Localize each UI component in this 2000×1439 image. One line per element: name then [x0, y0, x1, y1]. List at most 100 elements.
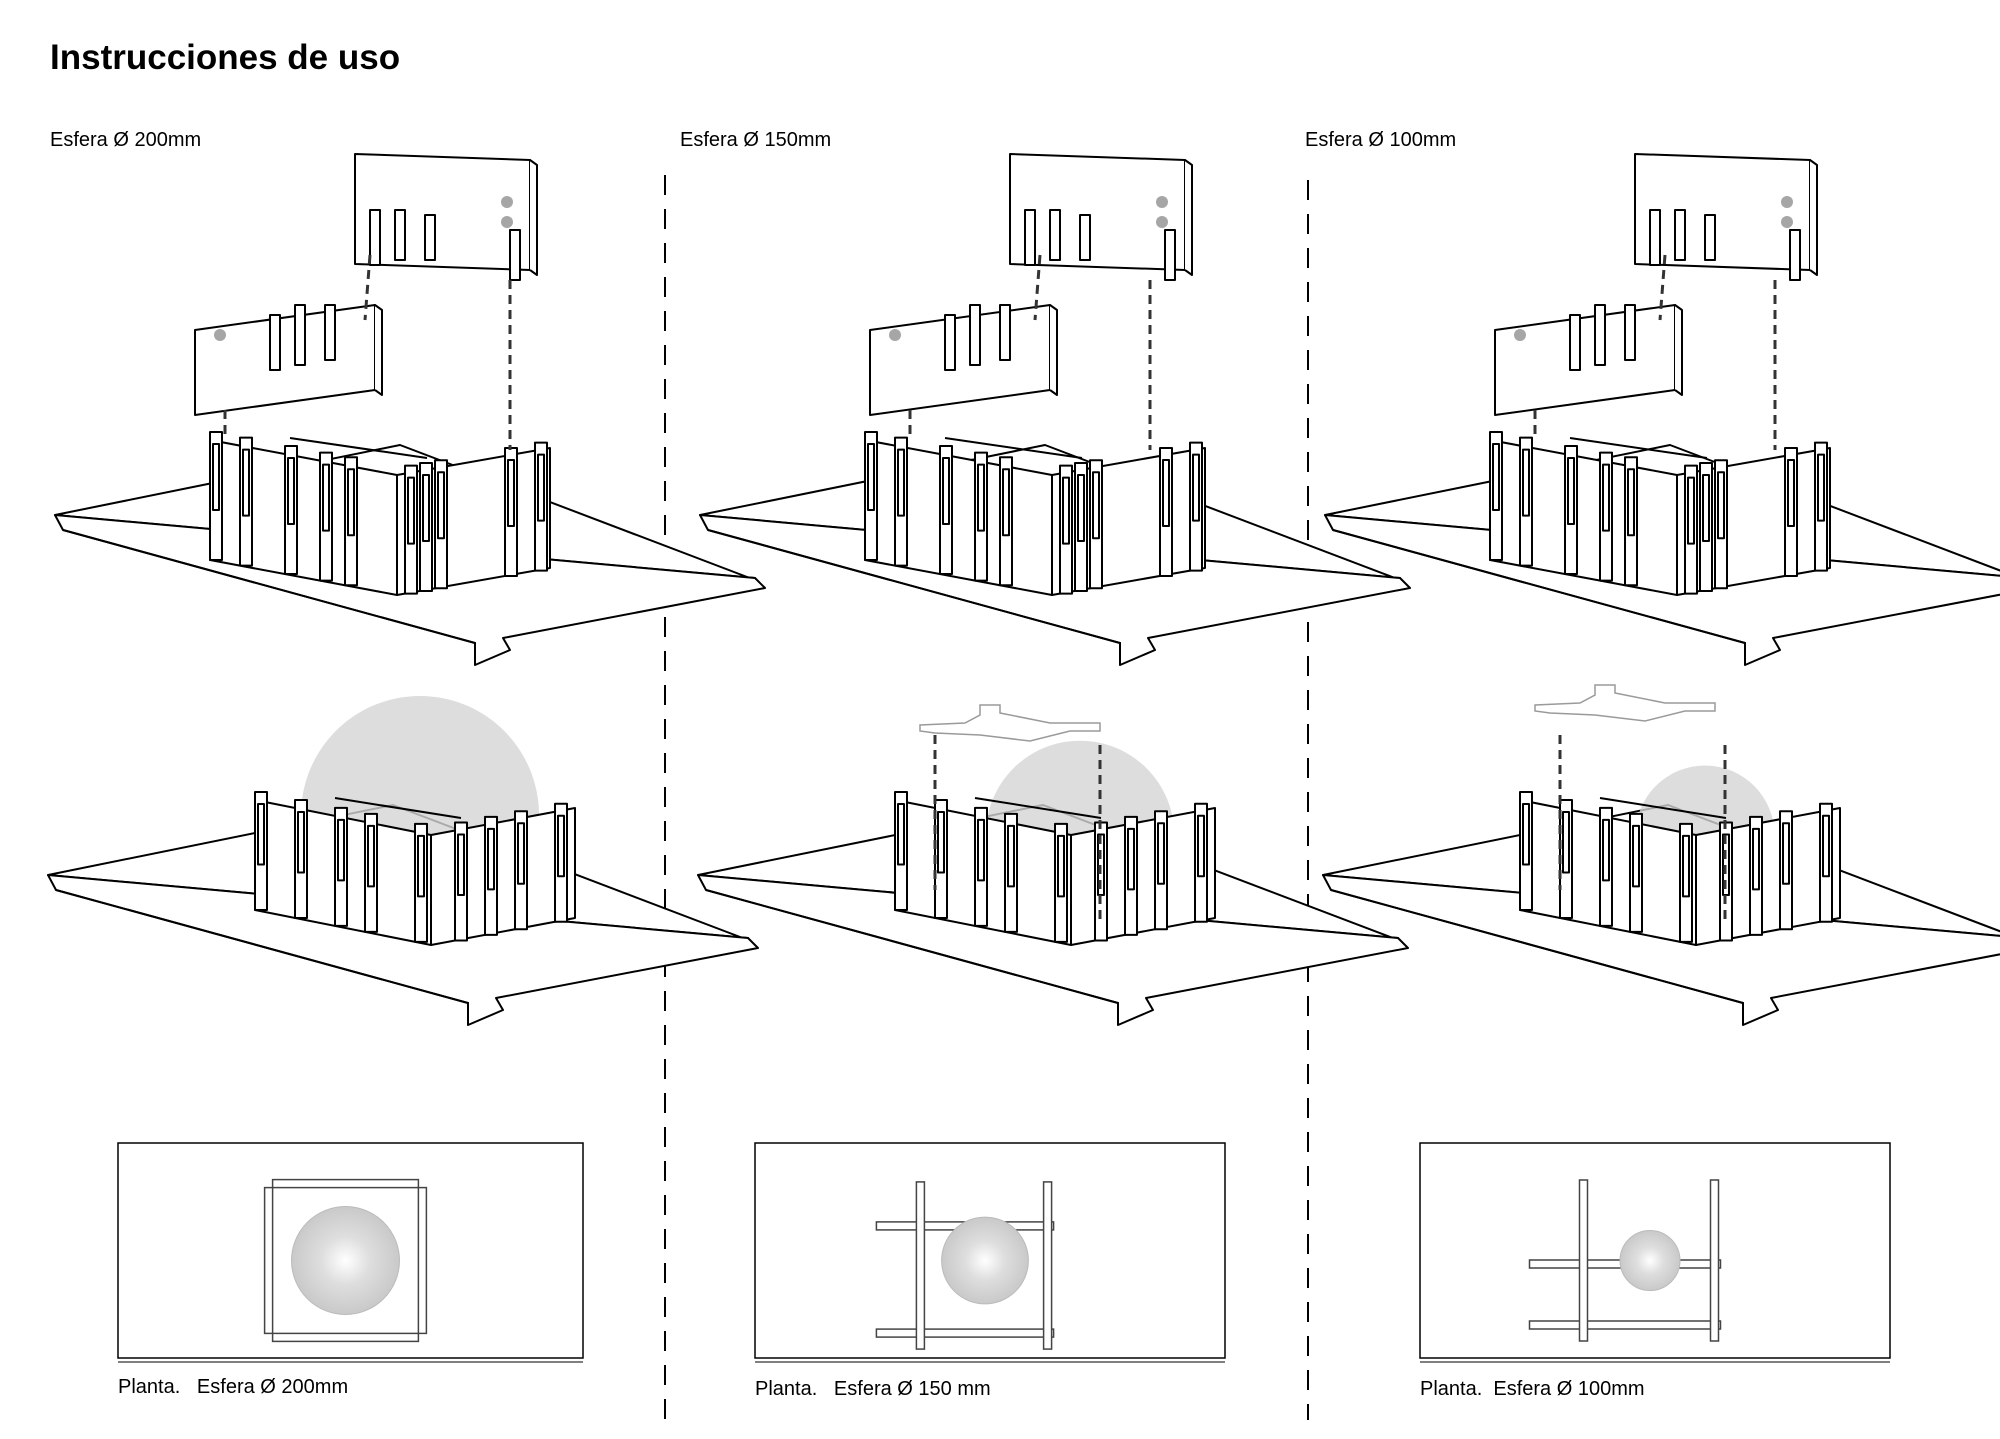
box-post-slot: [942, 457, 950, 526]
box-post-slot: [457, 833, 465, 896]
box-post-slot: [977, 463, 985, 532]
plan-rail: [271, 1178, 420, 1189]
panel-slot: [324, 304, 336, 361]
assembly-dot: [889, 329, 901, 341]
box-post-slot: [1602, 463, 1610, 532]
box-back-edge: [289, 437, 428, 459]
assembly-dot: [501, 216, 513, 228]
box-post-slot: [242, 448, 250, 517]
box-post-slot: [337, 818, 345, 882]
panel-face: [194, 304, 376, 416]
panel-slot: [1674, 209, 1686, 261]
box-post-slot: [422, 473, 430, 542]
insert-outline: [919, 704, 1101, 742]
box-post-slot: [1492, 443, 1500, 511]
plan-caption-200: Planta. Esfera Ø 200mm: [118, 1376, 349, 1398]
box-back-edge: [1599, 797, 1727, 819]
column-heading-100: Esfera Ø 100mm: [1305, 129, 1457, 151]
column-150mm: [697, 153, 1411, 1363]
box-post-slot: [1717, 471, 1725, 540]
assembly-dot: [1156, 196, 1168, 208]
plan-sphere: [1619, 1230, 1681, 1291]
slotted-panel: [869, 304, 1058, 416]
box-post-slot: [867, 443, 875, 511]
box-post-slot: [1127, 827, 1135, 891]
box-post-slot: [1782, 822, 1790, 885]
panel-slot: [394, 209, 406, 261]
assembly-dot: [501, 196, 513, 208]
guide-line: [1033, 254, 1042, 321]
box-post-slot: [507, 458, 515, 527]
plan-rail: [875, 1328, 1055, 1338]
panel-slot: [424, 214, 436, 261]
box-post-slot: [367, 824, 375, 888]
plan-rail: [1709, 1179, 1720, 1342]
box-post-slot: [1787, 458, 1795, 527]
assembled-box: [1519, 791, 1841, 946]
panel-slot: [969, 304, 981, 366]
box-post-slot: [1682, 834, 1690, 898]
slotted-panel: [1634, 153, 1818, 281]
panel-slot: [1024, 209, 1036, 266]
panel-slot: [1049, 209, 1061, 261]
column-200mm: [47, 153, 766, 1363]
panel-slot: [944, 314, 956, 371]
plan-rail: [271, 1332, 420, 1343]
panel-slot: [999, 304, 1011, 361]
plan-rail: [915, 1181, 926, 1350]
plan-caption-150: Planta. Esfera Ø 150 mm: [755, 1378, 991, 1400]
box-post-slot: [407, 476, 415, 545]
box-post-slot: [347, 468, 355, 537]
box-back-edge: [944, 437, 1083, 459]
box-post-slot: [257, 803, 265, 866]
plan-rail: [1528, 1320, 1722, 1330]
box-post-slot: [297, 810, 305, 874]
box-post-slot: [1522, 803, 1530, 866]
box-post-slot: [1627, 468, 1635, 537]
insert-outline: [1534, 684, 1716, 722]
panel-slot: [1624, 304, 1636, 361]
board-lip: [62, 529, 476, 665]
panel-slot: [269, 314, 281, 371]
assembled-box: [894, 791, 1216, 946]
box-post-slot: [1687, 476, 1695, 545]
panel-edge: [1674, 304, 1683, 396]
box-post-slot: [1057, 834, 1065, 898]
box-post-slot: [212, 443, 220, 511]
box-post-slot: [322, 463, 330, 532]
page-title: Instrucciones de uso: [50, 38, 401, 77]
assembly-dot: [1156, 216, 1168, 228]
panel-slot: [1164, 229, 1176, 281]
panel-edge: [529, 159, 538, 276]
plan-rail: [263, 1186, 274, 1335]
panel-face: [354, 153, 531, 271]
panel-slot: [1594, 304, 1606, 366]
assembled-box: [864, 431, 1206, 596]
box-post-slot: [537, 453, 545, 522]
box-post-slot: [977, 818, 985, 882]
box-post-slot: [1007, 824, 1015, 888]
board-lip: [55, 889, 469, 1025]
box-back-edge: [1569, 437, 1708, 459]
column-heading-150: Esfera Ø 150mm: [680, 129, 832, 151]
assembly-dot: [214, 329, 226, 341]
panel-edge: [1184, 159, 1193, 276]
box-post-slot: [417, 834, 425, 898]
plan-sphere: [291, 1206, 400, 1315]
panel-face: [1634, 153, 1811, 271]
box-post-slot: [437, 471, 445, 540]
box-post-slot: [1002, 468, 1010, 537]
box-post-slot: [897, 803, 905, 866]
assembly-dot: [1781, 216, 1793, 228]
box-back-edge: [334, 797, 462, 819]
box-post-slot: [1522, 448, 1530, 517]
box-back-edge: [974, 797, 1102, 819]
box-post-slot: [1752, 827, 1760, 891]
box-post-slot: [1077, 473, 1085, 542]
box-post-slot: [1602, 818, 1610, 882]
box-post-slot: [487, 827, 495, 891]
board-lip: [705, 889, 1119, 1025]
panel-edge: [1809, 159, 1818, 276]
guide-line: [363, 254, 372, 321]
